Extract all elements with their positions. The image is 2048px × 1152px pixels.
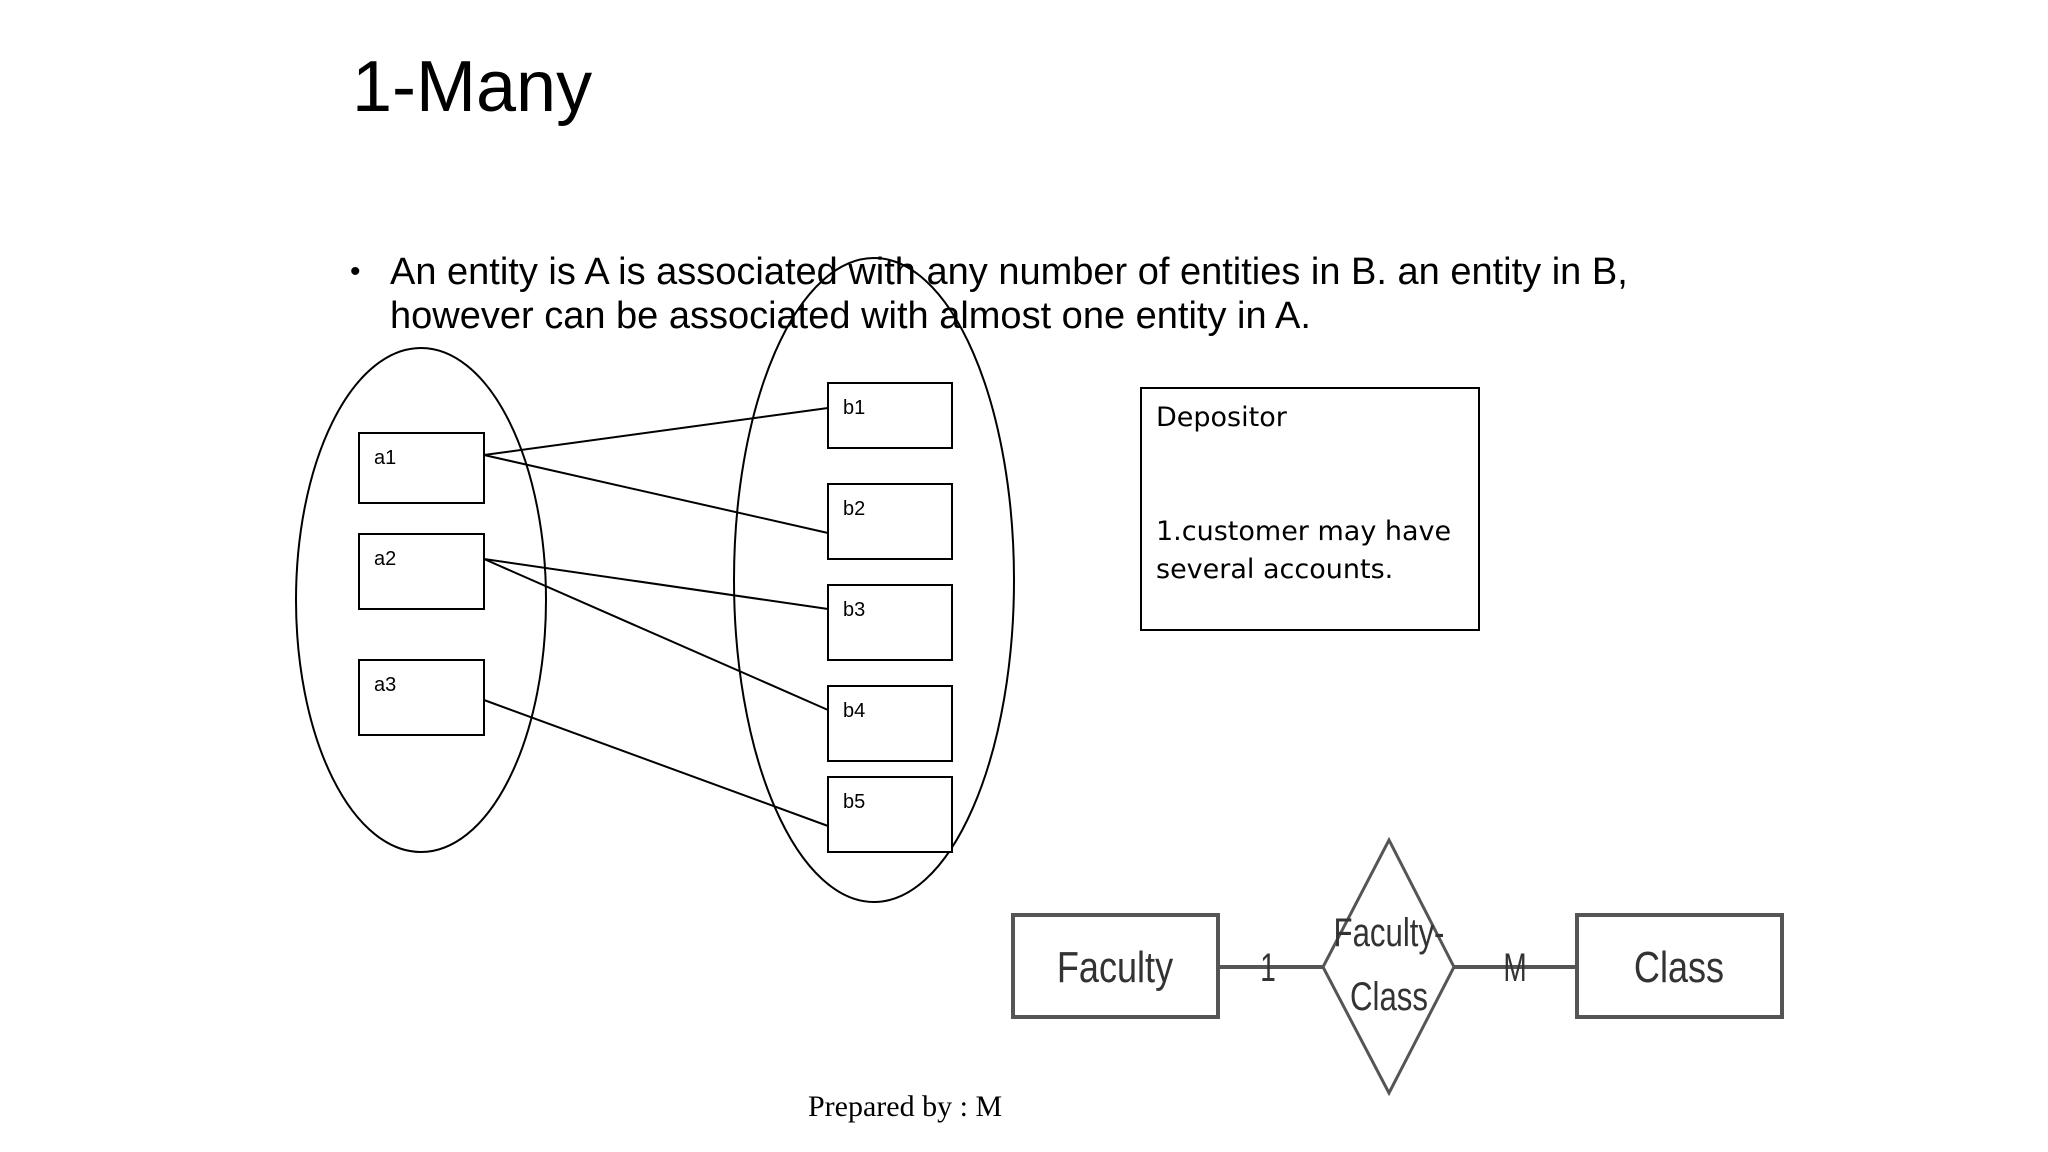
- er-entity-faculty-label: Faculty: [1057, 943, 1174, 992]
- entity-b2: b2: [827, 483, 953, 560]
- set-b-ellipse: [733, 257, 1015, 903]
- link-a3-b5: [483, 699, 829, 827]
- er-diagram: Faculty Class Faculty- Class 1 M: [1011, 836, 1784, 1097]
- entity-b4: b4: [827, 685, 953, 762]
- entity-a1-label: a1: [374, 447, 396, 469]
- er-entity-faculty: [1011, 913, 1220, 1019]
- er-relationship-label-line2: Class: [1350, 974, 1428, 1019]
- set-a-ellipse: [295, 347, 547, 853]
- er-entity-class: [1575, 913, 1784, 1019]
- bullet-item: • An entity is A is associated with any …: [350, 250, 1690, 338]
- entity-a3-label: a3: [374, 674, 396, 696]
- er-entity-class-label: Class: [1634, 943, 1724, 992]
- entity-a2-label: a2: [374, 548, 396, 570]
- entity-a3: a3: [358, 659, 485, 736]
- link-a1-b1: [483, 407, 829, 456]
- entity-b3-label: b3: [843, 599, 865, 621]
- link-a2-b4: [483, 558, 829, 711]
- entity-b2-label: b2: [843, 498, 865, 520]
- er-cardinality-right: M: [1503, 946, 1526, 990]
- footer-prepared-by: Prepared by : M: [808, 1090, 1003, 1123]
- depositor-note-body: 1.customer may have several accounts.: [1156, 516, 1452, 585]
- er-relationship-diamond: [1321, 836, 1456, 1097]
- entity-b3: b3: [827, 584, 953, 661]
- bullet-text: An entity is A is associated with any nu…: [390, 251, 1628, 337]
- entity-a2: a2: [358, 533, 485, 610]
- link-a2-b3: [483, 558, 829, 610]
- slide-title: 1-Many: [352, 47, 593, 127]
- entity-b5-label: b5: [843, 791, 865, 813]
- entity-a1: a1: [358, 432, 485, 504]
- entity-b1: b1: [827, 382, 953, 449]
- entity-b5: b5: [827, 776, 953, 853]
- er-relationship-label-line1: Faculty-: [1334, 910, 1445, 955]
- depositor-note-title: Depositor: [1156, 402, 1287, 433]
- er-cardinality-left: 1: [1260, 946, 1276, 990]
- bullet-dot-icon: •: [350, 255, 361, 288]
- link-a1-b2: [483, 454, 829, 534]
- entity-b1-label: b1: [843, 397, 865, 419]
- depositor-note: Depositor 1.customer may have several ac…: [1140, 387, 1480, 631]
- entity-b4-label: b4: [843, 700, 865, 722]
